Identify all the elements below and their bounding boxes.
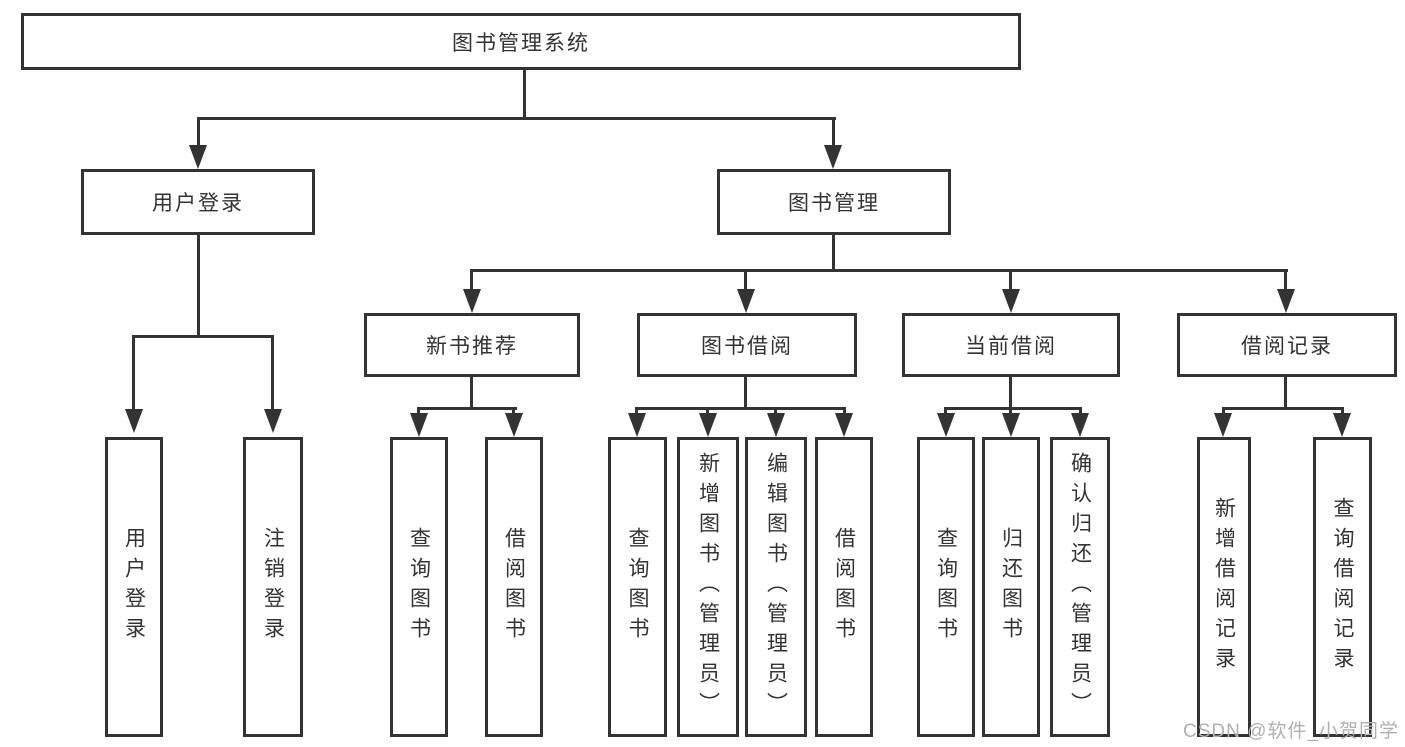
leaf-current-query-books-label: 查询图书 xyxy=(934,527,958,647)
connector-line xyxy=(417,407,420,416)
node-new-book-recommend-label: 新书推荐 xyxy=(426,335,518,358)
connector-line xyxy=(271,335,274,411)
connector-line xyxy=(832,234,835,271)
connector-line xyxy=(774,407,777,416)
node-borrowing-records-label: 借阅记录 xyxy=(1241,335,1333,358)
leaf-current-query-books: 查询图书 xyxy=(917,437,975,737)
connector-line xyxy=(197,117,200,147)
leaf-user-login-label: 用户登录 xyxy=(122,527,146,647)
node-root: 图书管理系统 xyxy=(21,13,1021,70)
node-book-borrowing: 图书借阅 xyxy=(637,313,857,377)
connector-line xyxy=(197,117,836,120)
connector-line xyxy=(470,377,473,408)
connector-line xyxy=(1222,407,1225,416)
leaf-records-query-record: 查询借阅记录 xyxy=(1313,437,1372,737)
connector-line xyxy=(1222,407,1344,410)
arrow-down-icon xyxy=(628,413,646,437)
connector-line xyxy=(1009,269,1012,291)
arrow-down-icon xyxy=(410,413,428,437)
connector-line xyxy=(417,407,517,410)
node-current-borrowing-label: 当前借阅 xyxy=(965,335,1057,358)
connector-line xyxy=(1284,269,1287,291)
connector-line xyxy=(1009,377,1012,408)
node-book-management-label: 图书管理 xyxy=(788,192,880,215)
connector-line xyxy=(635,407,846,410)
connector-line xyxy=(635,407,638,416)
arrow-down-icon xyxy=(835,413,853,437)
leaf-current-return-books: 归还图书 xyxy=(982,437,1040,737)
csdn-watermark: CSDN @软件_小贺同学 xyxy=(1183,721,1399,742)
leaf-user-login: 用户登录 xyxy=(105,437,163,737)
arrow-down-icon xyxy=(767,413,785,437)
arrow-down-icon xyxy=(1333,413,1351,437)
arrow-down-icon xyxy=(1071,413,1089,437)
connector-line xyxy=(832,117,835,147)
node-user-login-label: 用户登录 xyxy=(152,192,244,215)
node-current-borrowing: 当前借阅 xyxy=(902,313,1120,377)
node-borrowing-records: 借阅记录 xyxy=(1177,313,1397,377)
connector-line xyxy=(744,269,747,291)
connector-line xyxy=(944,407,1082,410)
arrow-down-icon xyxy=(505,413,523,437)
connector-line xyxy=(132,335,274,338)
arrow-down-icon xyxy=(937,413,955,437)
node-new-book-recommend: 新书推荐 xyxy=(364,313,580,377)
arrow-down-icon xyxy=(264,409,282,433)
arrow-down-icon xyxy=(189,145,207,169)
arrow-down-icon xyxy=(125,409,143,433)
arrow-down-icon xyxy=(699,413,717,437)
connector-line xyxy=(1341,407,1344,416)
leaf-borrowing-query-books: 查询图书 xyxy=(608,437,667,737)
leaf-current-confirm-return-label: 确认归还（管理员） xyxy=(1068,452,1092,722)
arrow-down-icon xyxy=(463,289,481,313)
leaf-logout: 注销登录 xyxy=(243,437,303,737)
node-book-borrowing-label: 图书借阅 xyxy=(701,335,793,358)
connector-line xyxy=(1284,377,1287,408)
leaf-borrowing-query-books-label: 查询图书 xyxy=(626,527,649,647)
leaf-recommend-borrow-books: 借阅图书 xyxy=(485,437,543,737)
leaf-recommend-borrow-books-label: 借阅图书 xyxy=(502,527,526,647)
connector-line xyxy=(944,407,947,416)
connector-line xyxy=(1079,407,1082,416)
leaf-current-confirm-return: 确认归还（管理员） xyxy=(1050,437,1110,737)
connector-line xyxy=(512,407,515,416)
leaf-borrowing-add-books-label: 新增图书（管理员） xyxy=(696,452,720,722)
leaf-logout-label: 注销登录 xyxy=(261,527,285,647)
node-book-management: 图书管理 xyxy=(717,169,951,235)
leaf-current-return-books-label: 归还图书 xyxy=(999,527,1023,647)
connector-line xyxy=(1009,407,1012,416)
arrow-down-icon xyxy=(1002,413,1020,437)
arrow-down-icon xyxy=(1277,289,1295,313)
leaf-records-query-record-label: 查询借阅记录 xyxy=(1331,497,1354,677)
leaf-recommend-query-books-label: 查询图书 xyxy=(407,527,431,647)
connector-line xyxy=(843,407,846,416)
leaf-borrowing-edit-books: 编辑图书（管理员） xyxy=(745,437,807,737)
leaf-borrowing-borrow-books: 借阅图书 xyxy=(815,437,873,737)
connector-line xyxy=(523,69,526,120)
connector-line xyxy=(132,335,135,411)
connector-line xyxy=(470,269,473,291)
leaf-borrowing-edit-books-label: 编辑图书（管理员） xyxy=(764,452,788,722)
arrow-down-icon xyxy=(824,145,842,169)
arrow-down-icon xyxy=(1002,289,1020,313)
arrow-down-icon xyxy=(737,289,755,313)
node-user-login: 用户登录 xyxy=(81,169,315,235)
node-root-label: 图书管理系统 xyxy=(452,31,590,55)
connector-line xyxy=(470,269,1288,272)
leaf-records-add-record-label: 新增借阅记录 xyxy=(1212,497,1236,677)
connector-line xyxy=(744,377,747,408)
leaf-borrowing-add-books: 新增图书（管理员） xyxy=(677,437,739,737)
connector-line xyxy=(706,407,709,416)
leaf-recommend-query-books: 查询图书 xyxy=(390,437,448,737)
leaf-borrowing-borrow-books-label: 借阅图书 xyxy=(832,527,856,647)
leaf-records-add-record: 新增借阅记录 xyxy=(1197,437,1251,737)
connector-line xyxy=(197,234,200,336)
arrow-down-icon xyxy=(1214,413,1232,437)
